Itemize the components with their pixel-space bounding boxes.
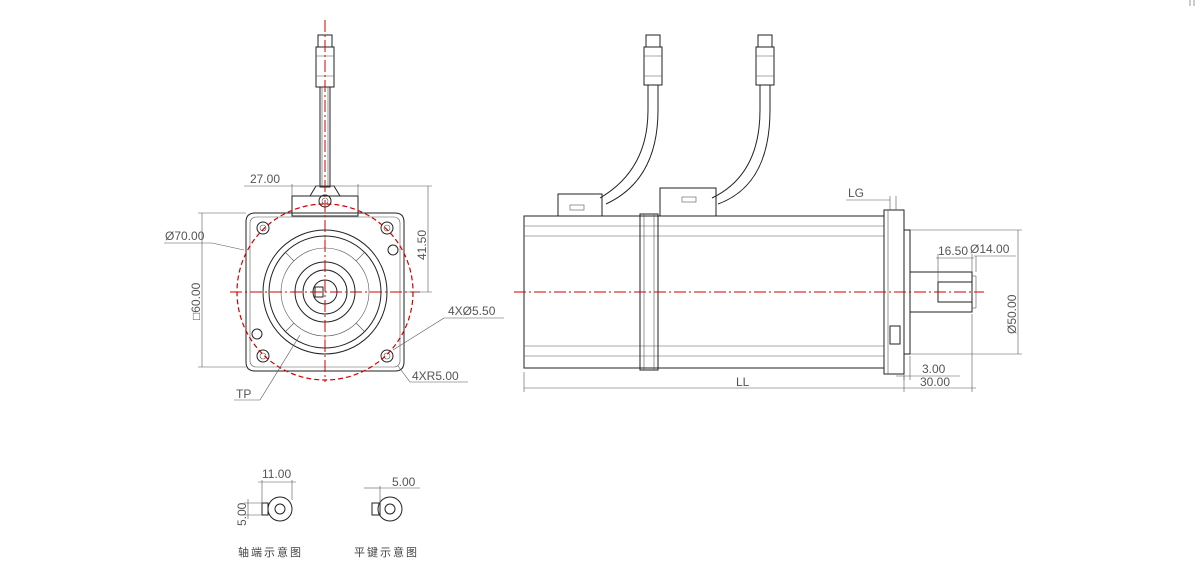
dim-text-pcd: Ø70.00 xyxy=(165,229,205,243)
dim-text-lg: LG xyxy=(848,186,864,200)
side-cable-right xyxy=(711,34,775,205)
dim-text-shaft-end-w: 11.00 xyxy=(262,467,291,481)
dim-16-50: 16.50 xyxy=(936,244,974,282)
front-view: 27.00 41.50 Ø70.00 □60.00 4XØ5.50 xyxy=(164,20,504,401)
dim-corner-radius: 4XR5.00 xyxy=(397,365,468,383)
dim-pilot: □60.00 xyxy=(189,212,246,368)
dim-shaft-dia: Ø14.00 xyxy=(970,242,1016,272)
dim-3-00: 3.00 xyxy=(896,356,960,380)
dim-text-shaft-end-h: 5.00 xyxy=(235,502,249,526)
dim-text-3-00: 3.00 xyxy=(922,362,946,376)
caption-shaft-end: 轴端示意图 xyxy=(238,545,303,559)
side-view: LG LL 16.50 Ø14.00 Ø50.00 xyxy=(514,34,1022,392)
side-connector-right xyxy=(659,187,717,217)
dim-text-41-50: 41.50 xyxy=(415,230,429,260)
dim-text-corner-radius: 4XR5.00 xyxy=(412,369,459,383)
dim-text-holes: 4XØ5.50 xyxy=(448,304,496,318)
label-tp: TP xyxy=(234,334,301,401)
dim-text-16-50: 16.50 xyxy=(938,244,968,258)
dim-text-ll: LL xyxy=(736,375,750,389)
dim-lg: LG xyxy=(846,186,897,210)
detail-flat-key: 5.00 平键示意图 xyxy=(354,475,420,559)
dim-pcd: Ø70.00 xyxy=(164,229,245,251)
detail-shaft-end: 11.00 5.00 轴端示意图 xyxy=(235,467,303,559)
dim-text-flat-key-w: 5.00 xyxy=(392,475,416,489)
dim-text-pilot: □60.00 xyxy=(189,282,203,320)
dim-30-00: 30.00 xyxy=(904,314,976,392)
dim-text-27: 27.00 xyxy=(250,172,280,186)
dim-ll: LL xyxy=(523,372,905,392)
caption-flat-key: 平键示意图 xyxy=(354,545,419,559)
mounting-holes xyxy=(251,221,399,363)
label-tp-text: TP xyxy=(236,387,251,401)
side-cable-left xyxy=(599,34,663,205)
dim-text-shaft-dia: Ø14.00 xyxy=(970,242,1010,256)
dim-flange-dia: Ø50.00 xyxy=(910,229,1022,355)
dim-text-flange-dia: Ø50.00 xyxy=(1005,294,1019,334)
dim-text-30-00: 30.00 xyxy=(920,375,950,389)
corner-mark xyxy=(1189,0,1195,6)
flange-square xyxy=(245,212,405,372)
dim-41-50: 41.50 xyxy=(358,185,432,293)
dim-holes: 4XØ5.50 xyxy=(392,304,504,351)
side-connector-left xyxy=(557,193,603,217)
dim-27: 27.00 xyxy=(244,172,359,196)
